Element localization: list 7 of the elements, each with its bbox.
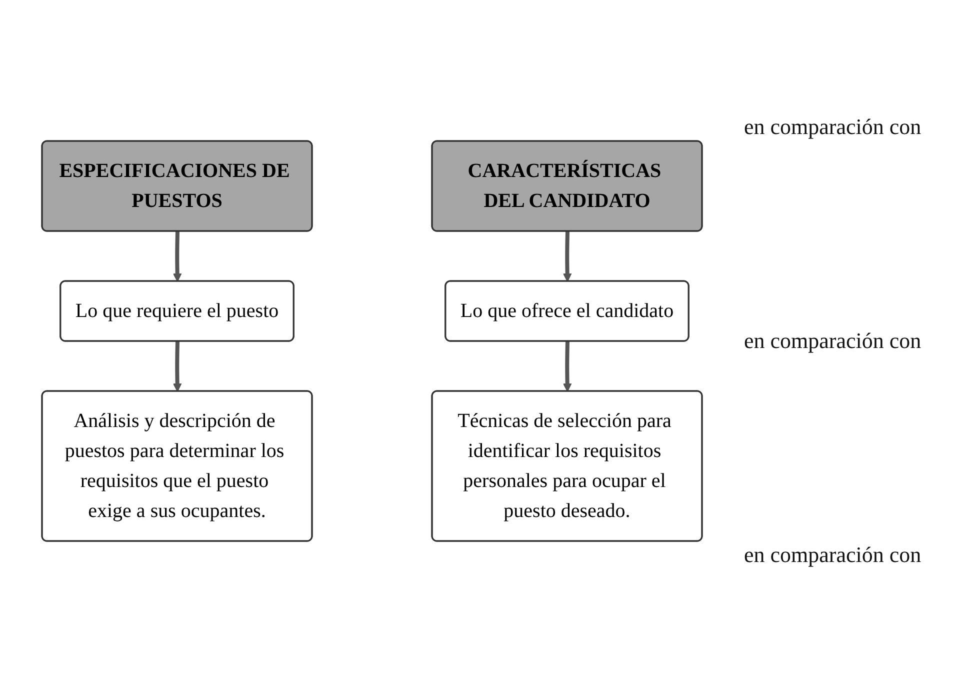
arrow <box>562 231 572 282</box>
comparison-text: en comparación con <box>744 328 922 354</box>
arrow <box>562 341 572 392</box>
arrow <box>172 231 182 282</box>
comparison-text: en comparación con <box>744 542 922 568</box>
comparison-text: en comparación con <box>744 114 922 140</box>
arrow <box>172 341 182 392</box>
